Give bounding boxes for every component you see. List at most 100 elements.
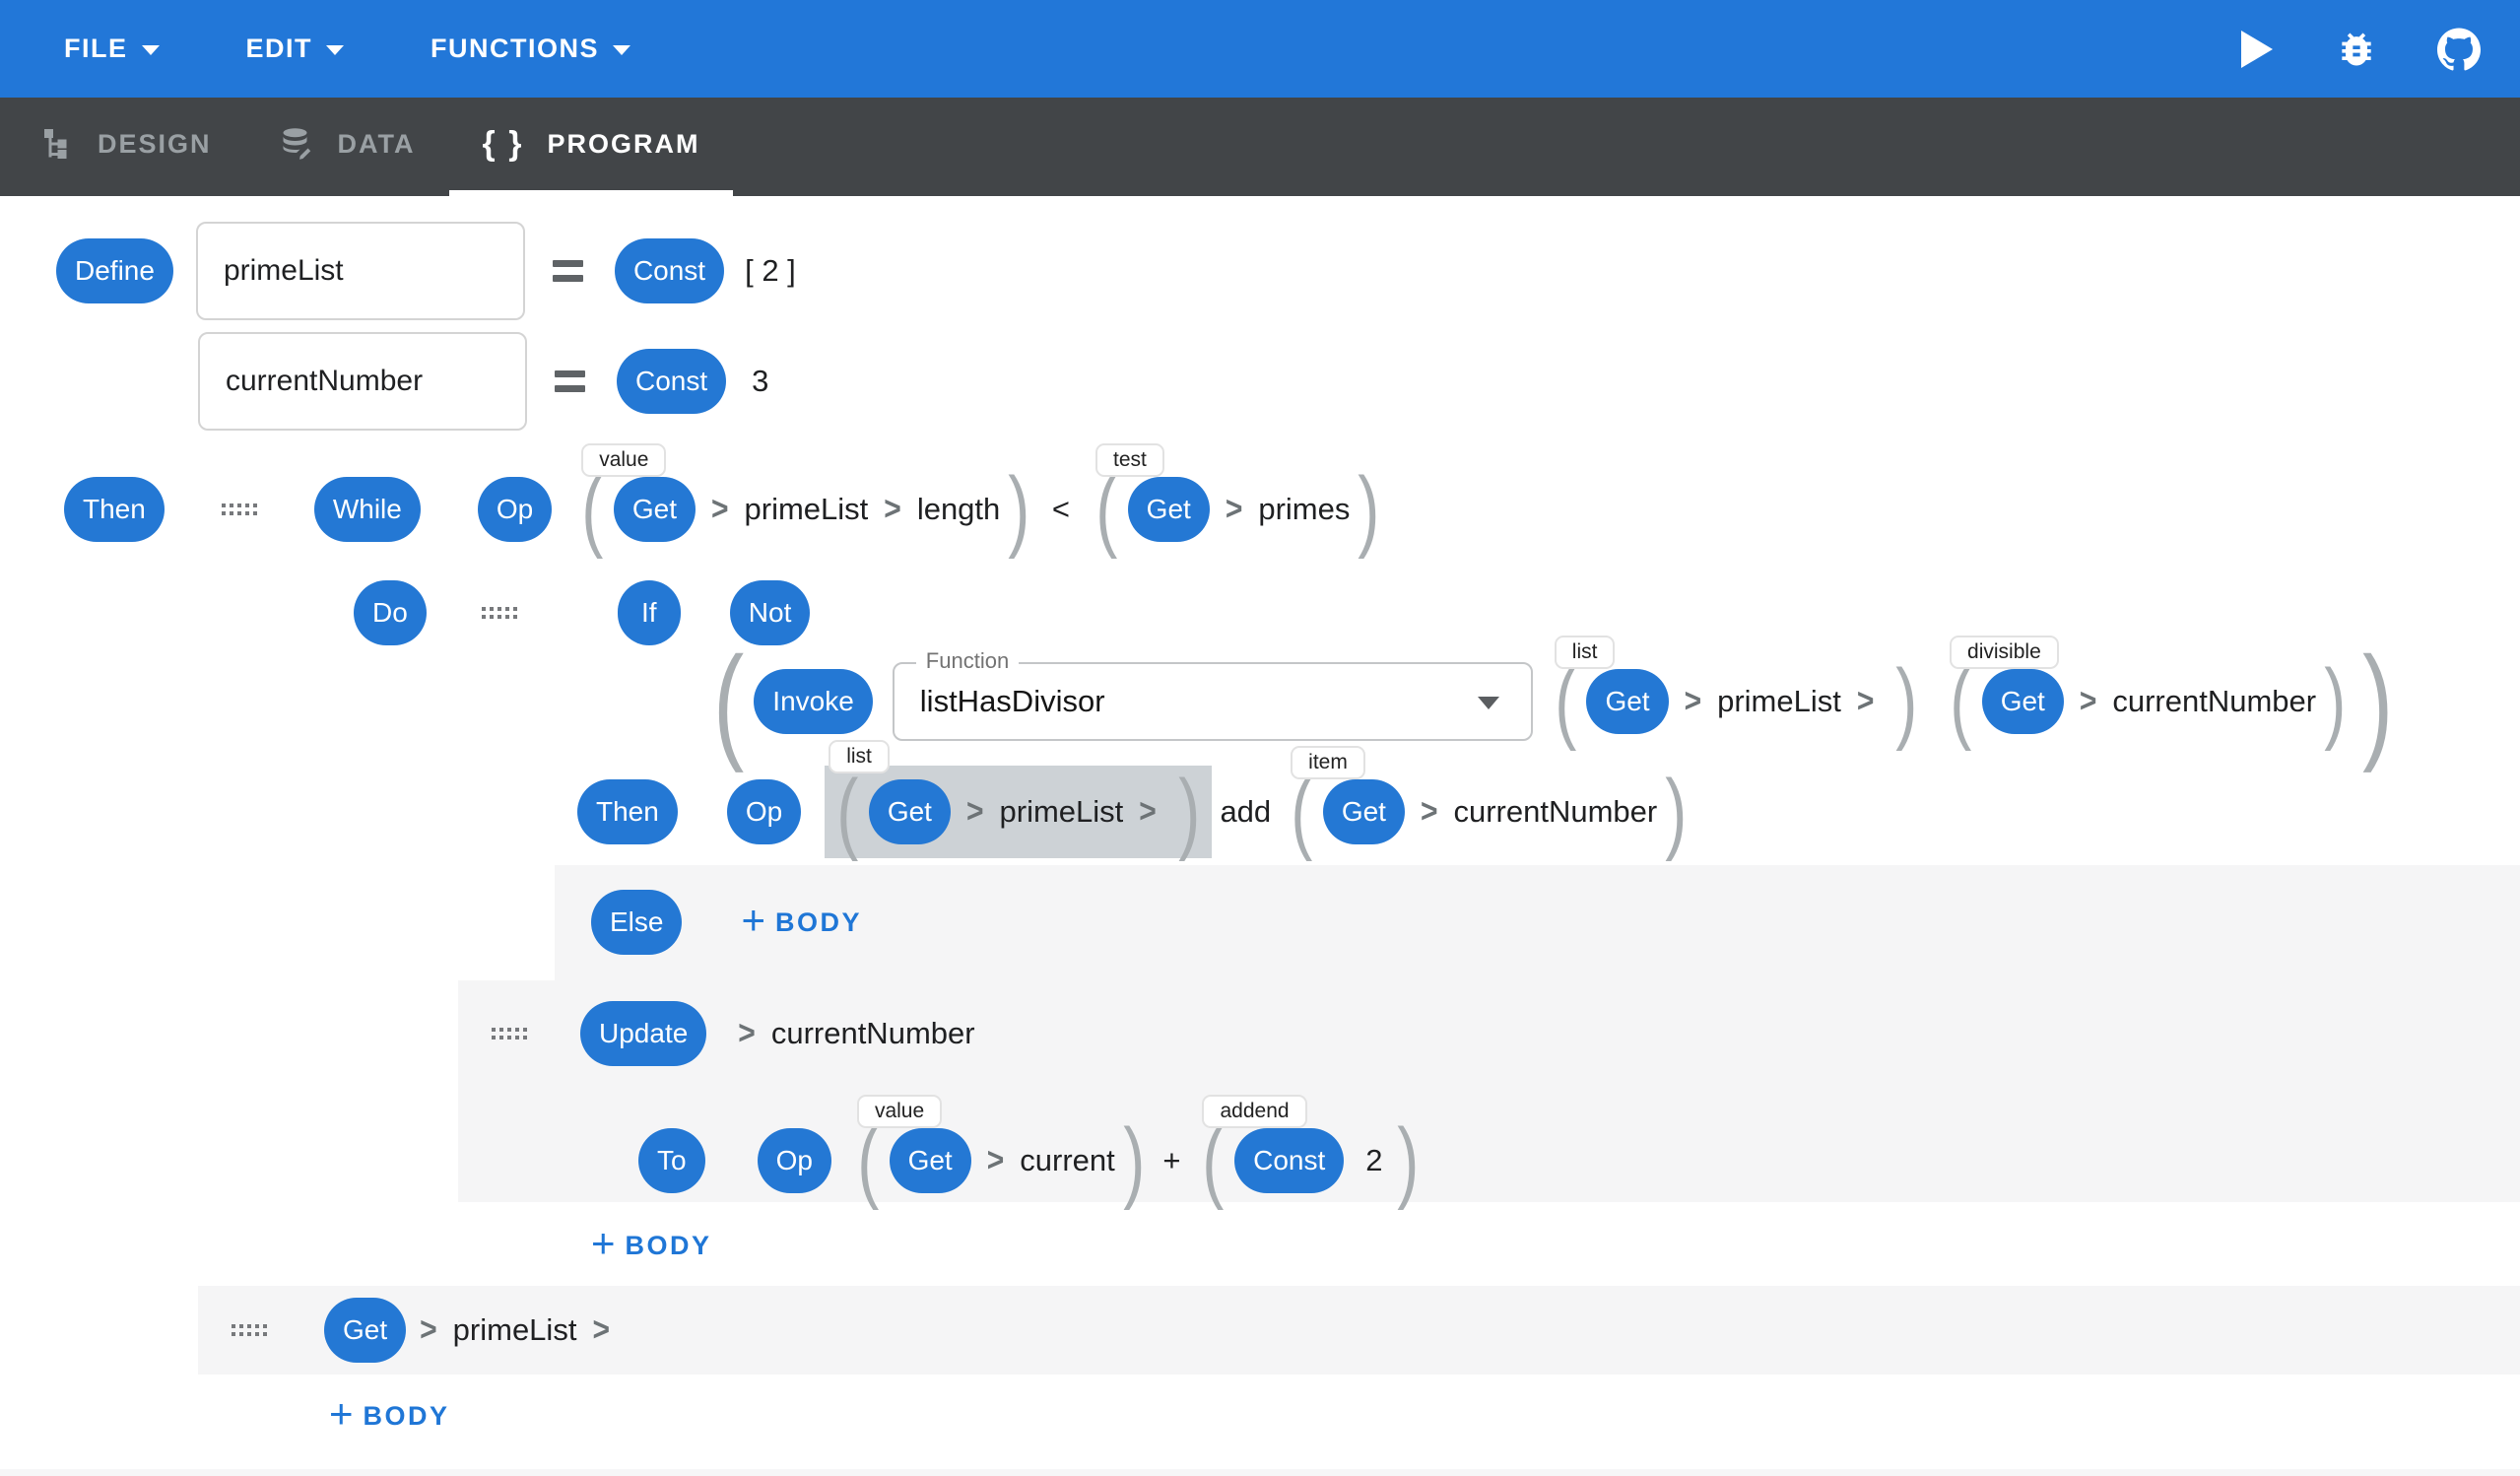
to-block[interactable]: To [638, 1128, 705, 1193]
close-paren [1666, 772, 1688, 853]
plus-icon: + [591, 1220, 616, 1266]
get-block[interactable]: Get [1322, 778, 1405, 844]
drag-handle[interactable] [481, 607, 517, 619]
arg-label: value [856, 1094, 943, 1128]
path-segment[interactable]: currentNumber [2112, 683, 2317, 718]
bug-icon [2342, 33, 2371, 65]
const-value[interactable]: [ 2 ] [745, 253, 796, 288]
close-paren [1359, 469, 1380, 551]
equals-sign [552, 260, 583, 282]
selected-expression[interactable]: Get > primeList > [825, 765, 1213, 859]
menu-file[interactable]: FILE [64, 34, 160, 64]
path-segment[interactable]: primes [1258, 491, 1351, 526]
tab-program[interactable]: { } PROGRAM [448, 98, 734, 196]
then-block[interactable]: Then [64, 477, 165, 542]
get-block[interactable]: Get [889, 1127, 971, 1193]
chevron-right-icon: > [592, 1310, 610, 1349]
get-block[interactable]: Get [324, 1298, 407, 1363]
add-body-button[interactable]: + BODY [741, 900, 862, 941]
function-select-label: Function [915, 648, 1020, 674]
function-select[interactable]: Function listHasDivisor [892, 648, 1533, 741]
get-block[interactable]: Get [1981, 668, 2064, 734]
variable-name-input[interactable] [198, 332, 527, 431]
path-segment[interactable]: primeList [452, 1312, 577, 1347]
arg-label: value [581, 442, 667, 477]
variable-name-input[interactable] [195, 222, 525, 320]
path-segment[interactable]: length [916, 491, 1001, 526]
add-body-button[interactable]: + BODY [329, 1393, 450, 1435]
chevron-right-icon: > [420, 1310, 437, 1349]
else-block[interactable]: Else [591, 890, 683, 955]
path-segment[interactable]: primeList [999, 794, 1124, 829]
open-paren [1203, 1120, 1225, 1202]
tab-program-label: PROGRAM [547, 128, 700, 159]
view-tabs: DESIGN DATA { } PROGRAM [0, 98, 2520, 196]
tab-design[interactable]: DESIGN [5, 98, 245, 196]
chevron-right-icon: > [1684, 682, 1702, 720]
if-block[interactable]: If [617, 580, 681, 645]
drag-handle[interactable] [232, 1324, 267, 1336]
const-value[interactable]: 2 [1365, 1142, 1383, 1177]
design-tree-icon [44, 129, 67, 159]
menu-functions[interactable]: FUNCTIONS [431, 34, 631, 64]
path-segment[interactable]: primeList [744, 491, 869, 526]
define-block[interactable]: Define [56, 238, 173, 303]
chevron-right-icon: > [1856, 682, 1875, 720]
add-body-label: BODY [363, 1400, 450, 1431]
add-body-label: BODY [625, 1230, 712, 1260]
bottom-edge-strip [0, 1469, 2520, 1476]
debug-button[interactable] [2335, 28, 2378, 71]
path-segment[interactable]: current [1020, 1142, 1115, 1177]
invoke-block[interactable]: Invoke [754, 669, 873, 734]
get-block[interactable]: Get [1127, 476, 1210, 542]
operator-symbol[interactable]: + [1162, 1143, 1181, 1177]
function-select-value: listHasDivisor [919, 684, 1105, 718]
open-paren [857, 1120, 879, 1202]
dropdown-caret-icon [1477, 697, 1499, 709]
open-paren [713, 644, 744, 760]
open-paren [836, 772, 858, 853]
open-paren [1950, 661, 1971, 743]
add-body-button[interactable]: + BODY [591, 1223, 712, 1264]
drag-handle[interactable] [221, 503, 257, 515]
chevron-right-icon: > [1420, 792, 1438, 831]
chevron-down-icon [141, 45, 160, 55]
close-paren [1896, 661, 1918, 743]
path-segment[interactable]: primeList [1717, 683, 1841, 718]
drag-handle[interactable] [492, 1028, 527, 1040]
tab-design-label: DESIGN [98, 128, 212, 159]
do-block[interactable]: Do [354, 580, 427, 645]
chevron-right-icon: > [965, 792, 984, 831]
open-paren [581, 469, 603, 551]
op-block[interactable]: Op [726, 779, 802, 844]
path-segment[interactable]: currentNumber [1453, 793, 1658, 829]
get-block[interactable]: Get [1586, 668, 1669, 734]
update-target[interactable]: currentNumber [770, 1016, 975, 1050]
const-block[interactable]: Const [617, 349, 727, 414]
arg-label: test [1095, 442, 1164, 477]
op-block[interactable]: Op [477, 477, 553, 542]
const-block[interactable]: Const [614, 238, 725, 303]
operator-symbol[interactable]: < [1051, 492, 1071, 526]
while-block[interactable]: While [313, 477, 421, 542]
op-block[interactable]: Op [757, 1128, 831, 1193]
menu-edit-label: EDIT [245, 34, 313, 63]
tab-data[interactable]: DATA [245, 98, 449, 196]
chevron-down-icon [613, 45, 631, 55]
run-button[interactable] [2232, 28, 2276, 71]
get-block[interactable]: Get [613, 476, 696, 542]
menu-group: FILE EDIT FUNCTIONS [0, 34, 631, 64]
menu-edit[interactable]: EDIT [246, 34, 345, 64]
github-icon [2437, 28, 2481, 70]
operator-word[interactable]: add [1220, 794, 1272, 829]
github-button[interactable] [2437, 28, 2481, 71]
open-paren [1555, 661, 1576, 743]
plus-icon: + [741, 897, 765, 943]
const-value[interactable]: 3 [752, 364, 769, 398]
then-block[interactable]: Then [577, 779, 678, 844]
get-block[interactable]: Get [868, 779, 951, 844]
update-block[interactable]: Update [580, 1001, 707, 1066]
chevron-right-icon: > [986, 1141, 1005, 1179]
const-block[interactable]: Const [1234, 1127, 1345, 1193]
